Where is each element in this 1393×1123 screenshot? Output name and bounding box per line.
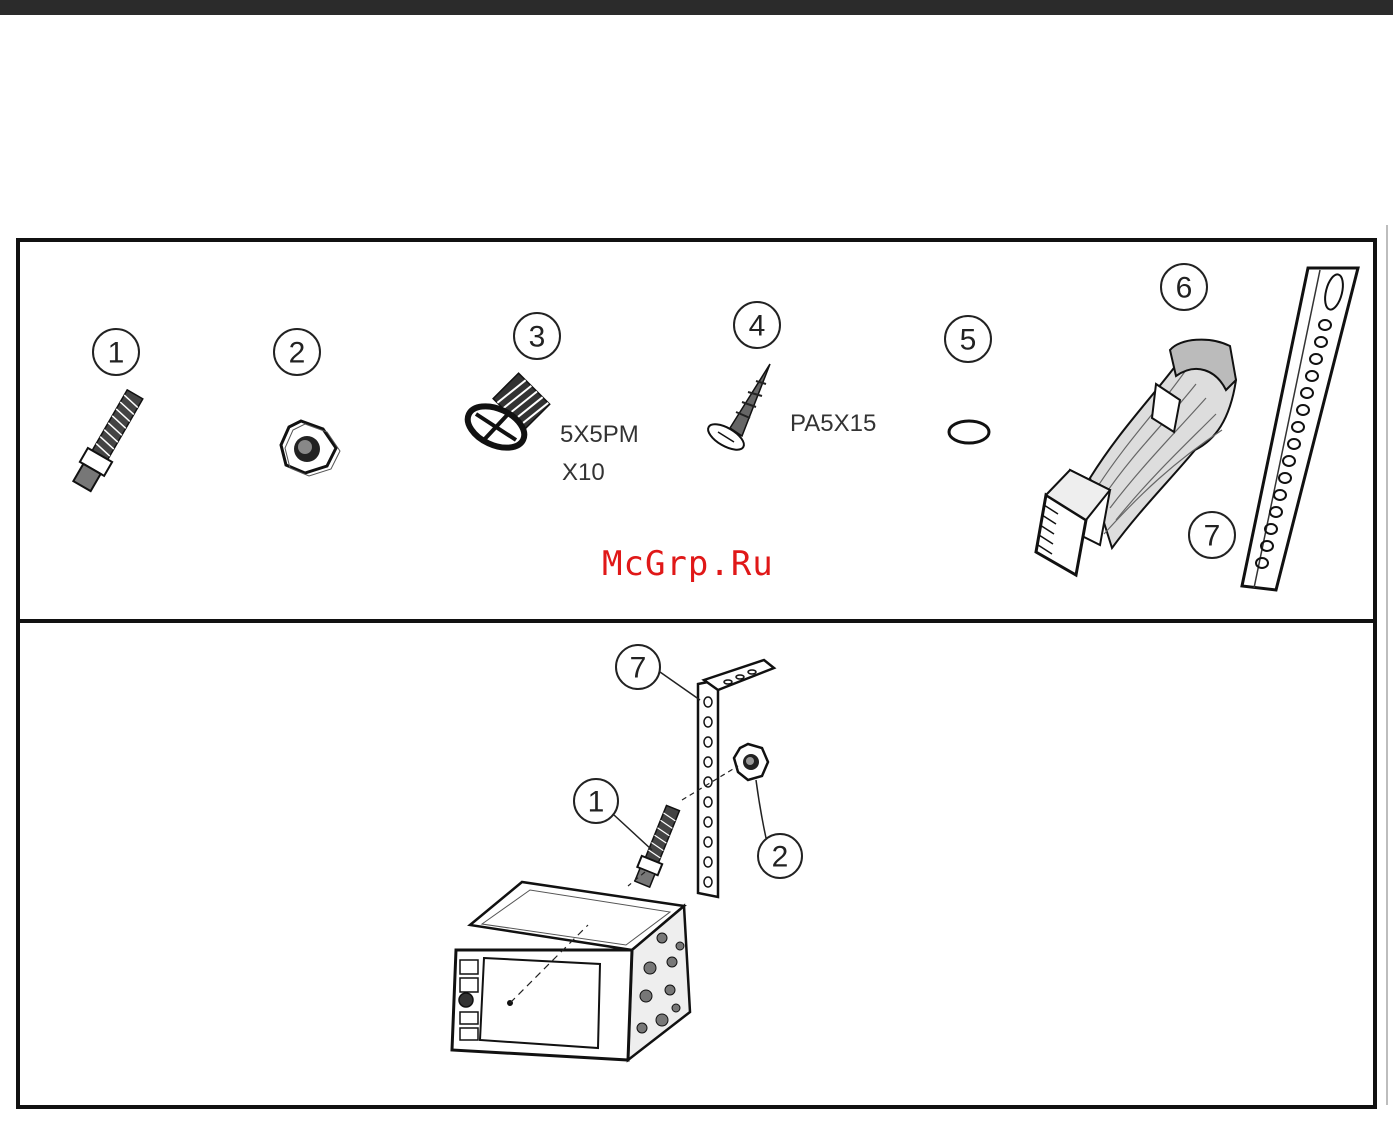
assembly-callout-7: 7 <box>616 645 700 700</box>
part-7-callout: 7 <box>1189 512 1235 558</box>
part-3-callout: 3 <box>514 313 560 359</box>
assembly-callout-1: 1 <box>574 779 652 850</box>
svg-text:1: 1 <box>108 337 125 370</box>
part-2-callout: 2 <box>274 329 320 375</box>
part-3-spec-qty: X10 <box>562 459 605 486</box>
svg-text:2: 2 <box>289 337 306 370</box>
part-5-ring <box>949 421 989 443</box>
svg-text:2: 2 <box>772 841 789 874</box>
svg-text:6: 6 <box>1176 272 1193 305</box>
part-5-callout: 5 <box>945 316 991 362</box>
assembly-panel-frame <box>18 621 1375 1107</box>
part-1-callout: 1 <box>93 329 139 375</box>
svg-text:1: 1 <box>588 786 605 819</box>
assembly-nut <box>734 744 768 780</box>
part-7-strap <box>1242 268 1358 590</box>
part-4-callout: 4 <box>734 302 780 348</box>
part-2-nut <box>281 421 340 476</box>
assembly-strap <box>698 660 774 897</box>
part-4-screw <box>704 364 770 455</box>
assembly-callout-2: 2 <box>756 780 802 878</box>
svg-text:4: 4 <box>749 310 766 343</box>
svg-text:7: 7 <box>1204 520 1221 553</box>
part-3-spec-size: 5X5PM <box>560 421 639 448</box>
svg-text:5: 5 <box>960 324 977 357</box>
head-unit <box>452 882 690 1060</box>
svg-text:3: 3 <box>529 321 546 354</box>
part-3-screw <box>461 373 549 456</box>
assembly-bolt <box>632 804 683 888</box>
part-4-spec: PA5X15 <box>790 410 876 437</box>
svg-text:7: 7 <box>630 652 647 685</box>
part-6-callout: 6 <box>1161 264 1207 310</box>
watermark: McGrp.Ru <box>602 544 774 584</box>
part-1-bolt <box>70 387 147 493</box>
